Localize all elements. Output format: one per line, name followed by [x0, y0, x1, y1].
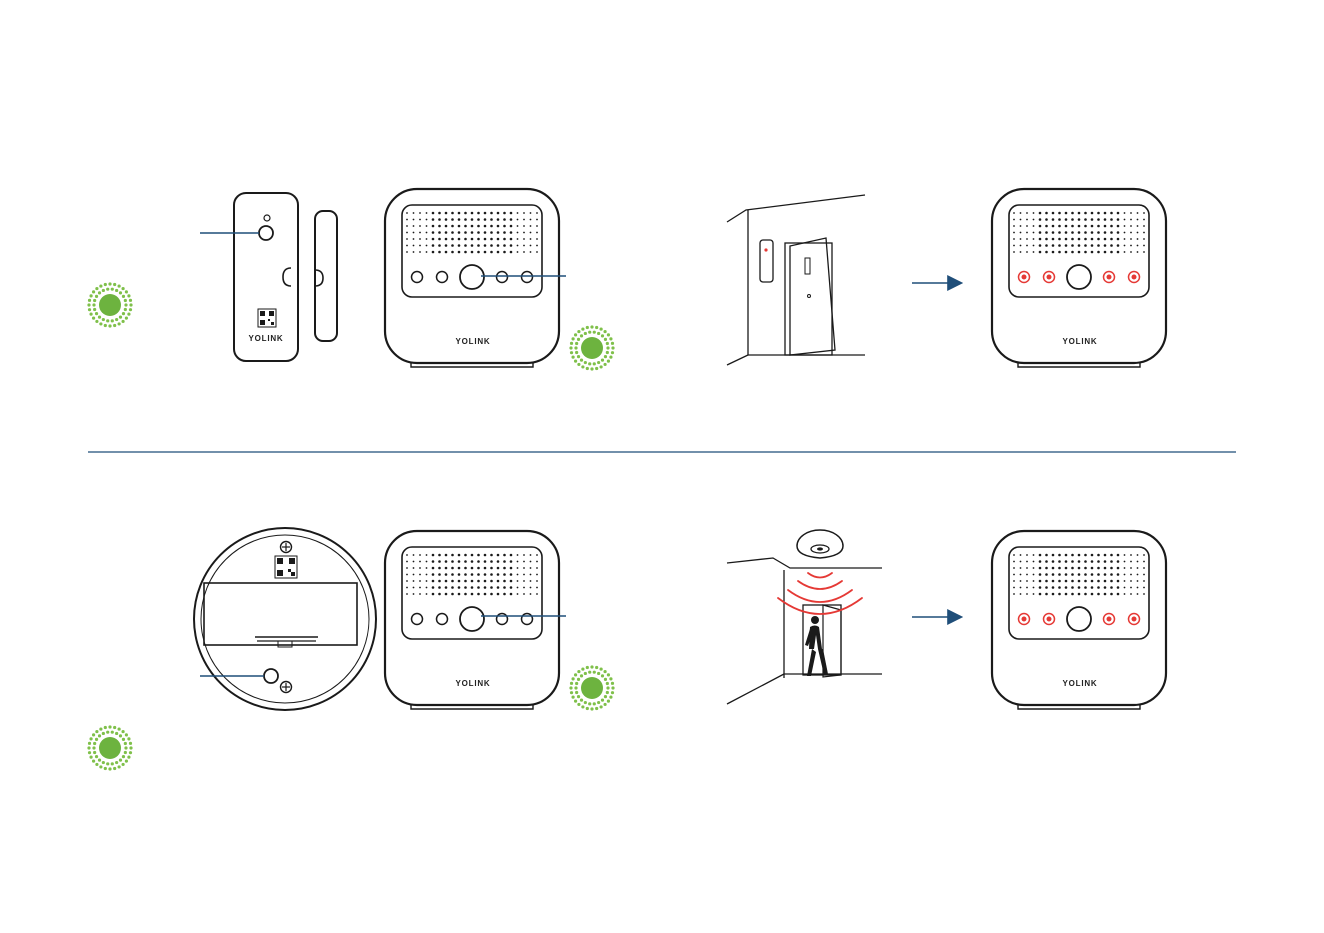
green-led-core [581, 337, 603, 359]
qr-code-icon [275, 556, 297, 578]
green-blink-icon [569, 665, 614, 710]
door-sensor-logo: YOLINK [248, 334, 283, 343]
motion-sensor-button[interactable] [264, 669, 278, 683]
hub-logo: YOLINK [455, 337, 490, 346]
walking-person-icon [805, 616, 828, 676]
screw-icon [281, 542, 292, 553]
motion-waves-icon [778, 573, 862, 614]
hub-logo: YOLINK [455, 679, 490, 688]
green-blink-icon [87, 725, 132, 770]
green-led-core [581, 677, 603, 699]
motion-detected-scene [727, 530, 882, 704]
green-led-core [99, 294, 121, 316]
door-sensor-led-icon [264, 215, 270, 221]
hub-device-pairing: YOLINK [385, 189, 559, 367]
screw-icon [281, 682, 292, 693]
motion-sensor-back [194, 528, 376, 710]
door-sensor: YOLINK [234, 193, 298, 361]
hub-led-button [522, 614, 533, 625]
door-sensor-magnet [283, 211, 337, 341]
hub-led-button [522, 272, 533, 283]
green-blink-icon [569, 325, 614, 370]
green-led-core [99, 737, 121, 759]
qr-code-icon [258, 309, 276, 327]
hub-set-button[interactable] [460, 265, 484, 289]
hub-led-button [412, 614, 423, 625]
hub-led-button [437, 272, 448, 283]
hub-set-button[interactable] [460, 607, 484, 631]
hub-device-pairing: YOLINK [385, 531, 559, 709]
hub-device-alarm: YOLINK [992, 189, 1166, 367]
hub-led-button [437, 614, 448, 625]
door-sensor-button[interactable] [259, 226, 273, 240]
green-blink-icon [87, 282, 132, 327]
hub-device-alarm: YOLINK [992, 531, 1166, 709]
hub-logo: YOLINK [1062, 679, 1097, 688]
hub-led-button [497, 614, 508, 625]
hub-led-button [412, 272, 423, 283]
hub-set-button[interactable] [1067, 265, 1091, 289]
ceiling-motion-sensor-icon [797, 530, 843, 558]
hub-logo: YOLINK [1062, 337, 1097, 346]
door-open-scene [727, 195, 865, 365]
hub-set-button[interactable] [1067, 607, 1091, 631]
hub-led-button [497, 272, 508, 283]
